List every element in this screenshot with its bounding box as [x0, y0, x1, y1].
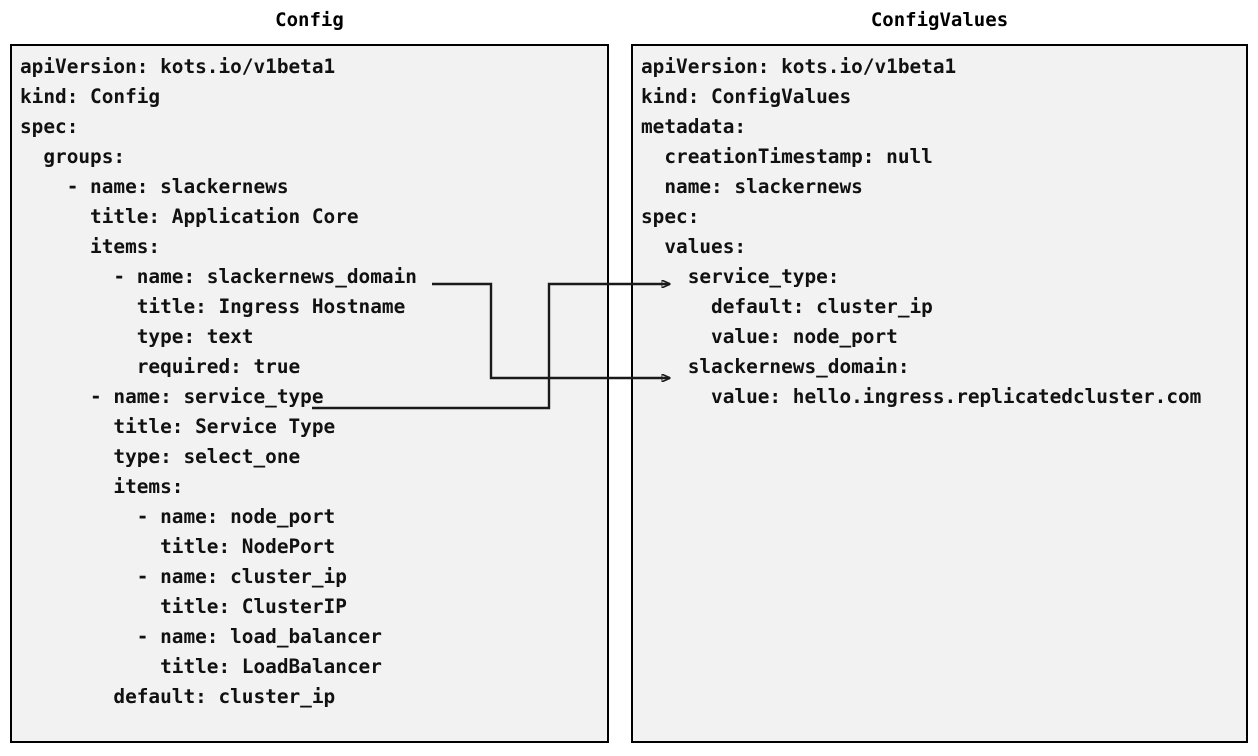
config-yaml-line-19: - name: load_balancer: [20, 625, 382, 648]
configvalues-yaml-line-4: name: slackernews: [641, 175, 863, 198]
config-yaml-line-1: kind: Config: [20, 85, 161, 108]
config-yaml-line-12: title: Service Type: [20, 415, 336, 438]
config-yaml-line-11: - name: service_type: [20, 385, 324, 408]
config-yaml-line-8: title: Ingress Hostname: [20, 295, 406, 318]
config-yaml-line-0: apiVersion: kots.io/v1beta1: [20, 55, 336, 78]
configvalues-yaml-line-1: kind: ConfigValues: [641, 85, 852, 108]
config-yaml-line-6: items:: [20, 235, 161, 258]
config-panel-title: Config: [275, 9, 344, 31]
configvalues-yaml-line-8: default: cluster_ip: [641, 295, 933, 318]
configvalues-yaml-line-0: apiVersion: kots.io/v1beta1: [641, 55, 957, 78]
config-yaml-line-16: title: NodePort: [20, 535, 336, 558]
configvalues-yaml-line-9: value: node_port: [641, 325, 898, 348]
config-yaml-line-18: title: ClusterIP: [20, 595, 347, 618]
configvalues-yaml-code: apiVersion: kots.io/v1beta1 kind: ConfigV…: [641, 52, 1246, 412]
configvalues-yaml-line-10: slackernews_domain:: [641, 355, 910, 378]
config-yaml-line-7: - name: slackernews_domain: [20, 265, 417, 288]
configvalues-yaml-line-6: values:: [641, 235, 747, 258]
config-yaml-line-13: type: select_one: [20, 445, 301, 468]
config-yaml-line-4: - name: slackernews: [20, 175, 289, 198]
configvalues-yaml-line-3: creationTimestamp: null: [641, 145, 933, 168]
config-yaml-line-15: - name: node_port: [20, 505, 336, 528]
configvalues-yaml-line-11: value: hello.ingress.replicatedcluster.c…: [641, 385, 1202, 408]
config-yaml-line-17: - name: cluster_ip: [20, 565, 347, 588]
config-yaml-line-3: groups:: [20, 145, 126, 168]
config-yaml-line-10: required: true: [20, 355, 301, 378]
config-yaml-line-9: type: text: [20, 325, 254, 348]
config-yaml-line-14: items:: [20, 475, 184, 498]
configvalues-yaml-line-5: spec:: [641, 205, 700, 228]
config-yaml-code: apiVersion: kots.io/v1beta1 kind: Config s…: [20, 52, 607, 712]
config-yaml-line-20: title: LoadBalancer: [20, 655, 382, 678]
configvalues-yaml-line-2: metadata:: [641, 115, 747, 138]
configvalues-yaml-line-7: service_type:: [641, 265, 840, 288]
config-yaml-line-5: title: Application Core: [20, 205, 359, 228]
config-yaml-line-21: default: cluster_ip: [20, 685, 336, 708]
config-yaml-panel: apiVersion: kots.io/v1beta1 kind: Config s…: [10, 44, 609, 743]
configvalues-yaml-panel: apiVersion: kots.io/v1beta1 kind: ConfigV…: [631, 44, 1248, 743]
config-yaml-line-2: spec:: [20, 115, 79, 138]
configvalues-panel-title: ConfigValues: [870, 9, 1009, 31]
